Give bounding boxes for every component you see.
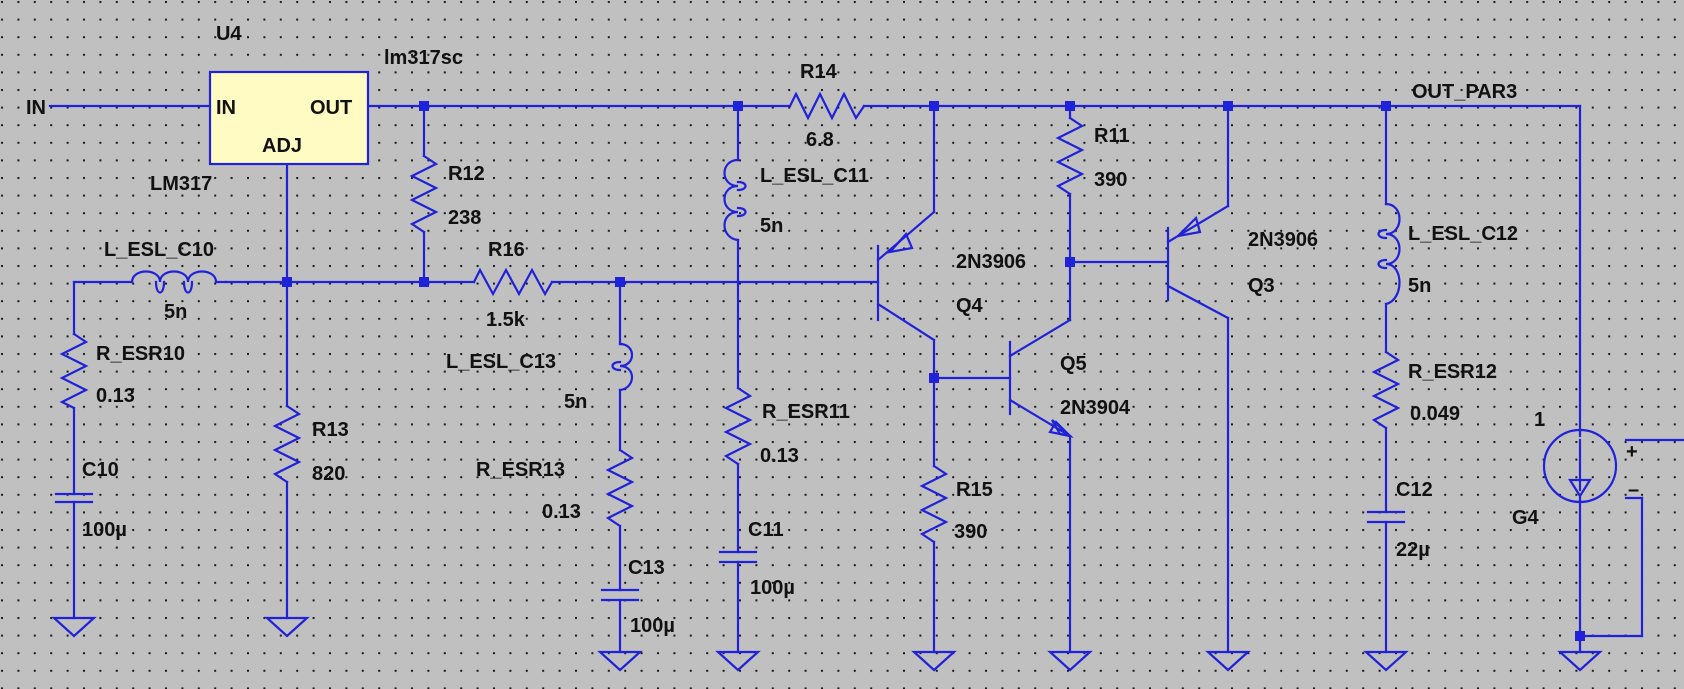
r-esr12-value: 0.049 <box>1410 403 1460 425</box>
r15-value: 390 <box>954 521 987 543</box>
g4-plus: + <box>1626 441 1638 463</box>
q4-ref: Q4 <box>956 295 984 317</box>
resistor-shapes <box>59 91 1401 544</box>
junction-dots <box>282 101 1585 641</box>
r-esr11-ref: R_ESR11 <box>762 401 850 423</box>
transistor-q3[interactable] <box>1166 204 1230 320</box>
regulator-model: lm317sc <box>384 47 463 69</box>
r16-ref: R16 <box>488 239 525 261</box>
c13-value: 100µ <box>630 615 675 637</box>
regulator-ref: U4 <box>216 23 242 45</box>
transistor-q4[interactable] <box>876 210 936 342</box>
r13-ref: R13 <box>312 419 349 441</box>
net-label-in: IN <box>26 97 46 119</box>
r14-ref: R14 <box>800 61 838 83</box>
regulator-body[interactable] <box>208 70 370 166</box>
l-esl-c12-value: 5n <box>1408 275 1431 297</box>
l-esl-c13-value: 5n <box>564 391 587 413</box>
r-esr10-ref: R_ESR10 <box>96 343 185 365</box>
q3-model: 2N3906 <box>1248 229 1318 251</box>
wires <box>48 104 1684 654</box>
ground-symbols <box>51 616 1603 672</box>
q4-model: 2N3906 <box>956 251 1026 273</box>
r13-value: 820 <box>312 463 345 485</box>
r14-value: 6.8 <box>806 129 834 151</box>
r-esr11-value: 0.13 <box>760 445 799 467</box>
l-esl-c11-ref: L_ESL_C11 <box>760 165 869 187</box>
l-esl-c10-value: 5n <box>164 301 187 323</box>
regulator-part: LM317 <box>150 173 212 195</box>
c11-value: 100µ <box>750 577 795 599</box>
l-esl-c13-ref: L_ESL_C13 <box>446 351 556 373</box>
q3-ref: Q3 <box>1248 275 1275 297</box>
g4-minus: – <box>1628 479 1639 501</box>
r-esr13-value: 0.13 <box>542 501 581 523</box>
labels: IN OUT_PAR3 R14 6.8 R12 238 R16 1.5k R13… <box>26 61 1639 637</box>
q5-model: 2N3904 <box>1060 397 1131 419</box>
inductor-shapes <box>130 158 1401 392</box>
regulator-u4[interactable]: IN OUT ADJ U4 lm317sc LM317 <box>150 23 463 195</box>
c10-ref: C10 <box>82 459 119 481</box>
q5-ref: Q5 <box>1060 353 1087 375</box>
c12-value: 22µ <box>1396 539 1430 561</box>
c11-ref: C11 <box>748 519 784 541</box>
r12-ref: R12 <box>448 163 485 185</box>
l-esl-c11-value: 5n <box>760 215 783 237</box>
r12-value: 238 <box>448 207 481 229</box>
regulator-pin-in: IN <box>216 97 236 119</box>
r16-value: 1.5k <box>486 309 526 331</box>
regulator-pin-adj: ADJ <box>262 135 302 157</box>
r-esr12-ref: R_ESR12 <box>1408 361 1497 383</box>
c10-value: 100µ <box>82 519 127 541</box>
c13-ref: C13 <box>628 557 665 579</box>
l-esl-c10-ref: L_ESL_C10 <box>104 239 214 261</box>
regulator-pin-out: OUT <box>310 97 352 119</box>
r-esr10-value: 0.13 <box>96 385 135 407</box>
r11-ref: R11 <box>1094 125 1130 147</box>
l-esl-c12-ref: L_ESL_C12 <box>1408 223 1518 245</box>
net-label-out: OUT_PAR3 <box>1412 81 1517 103</box>
r15-ref: R15 <box>956 479 993 501</box>
current-source-g4[interactable] <box>1542 428 1618 504</box>
r11-value: 390 <box>1094 169 1127 191</box>
r-esr13-ref: R_ESR13 <box>476 459 565 481</box>
transistor-q5[interactable] <box>1008 318 1074 438</box>
g4-value: 1 <box>1534 409 1545 431</box>
g4-ref: G4 <box>1512 507 1540 529</box>
capacitor-shapes <box>54 492 1406 602</box>
c12-ref: C12 <box>1396 479 1433 501</box>
